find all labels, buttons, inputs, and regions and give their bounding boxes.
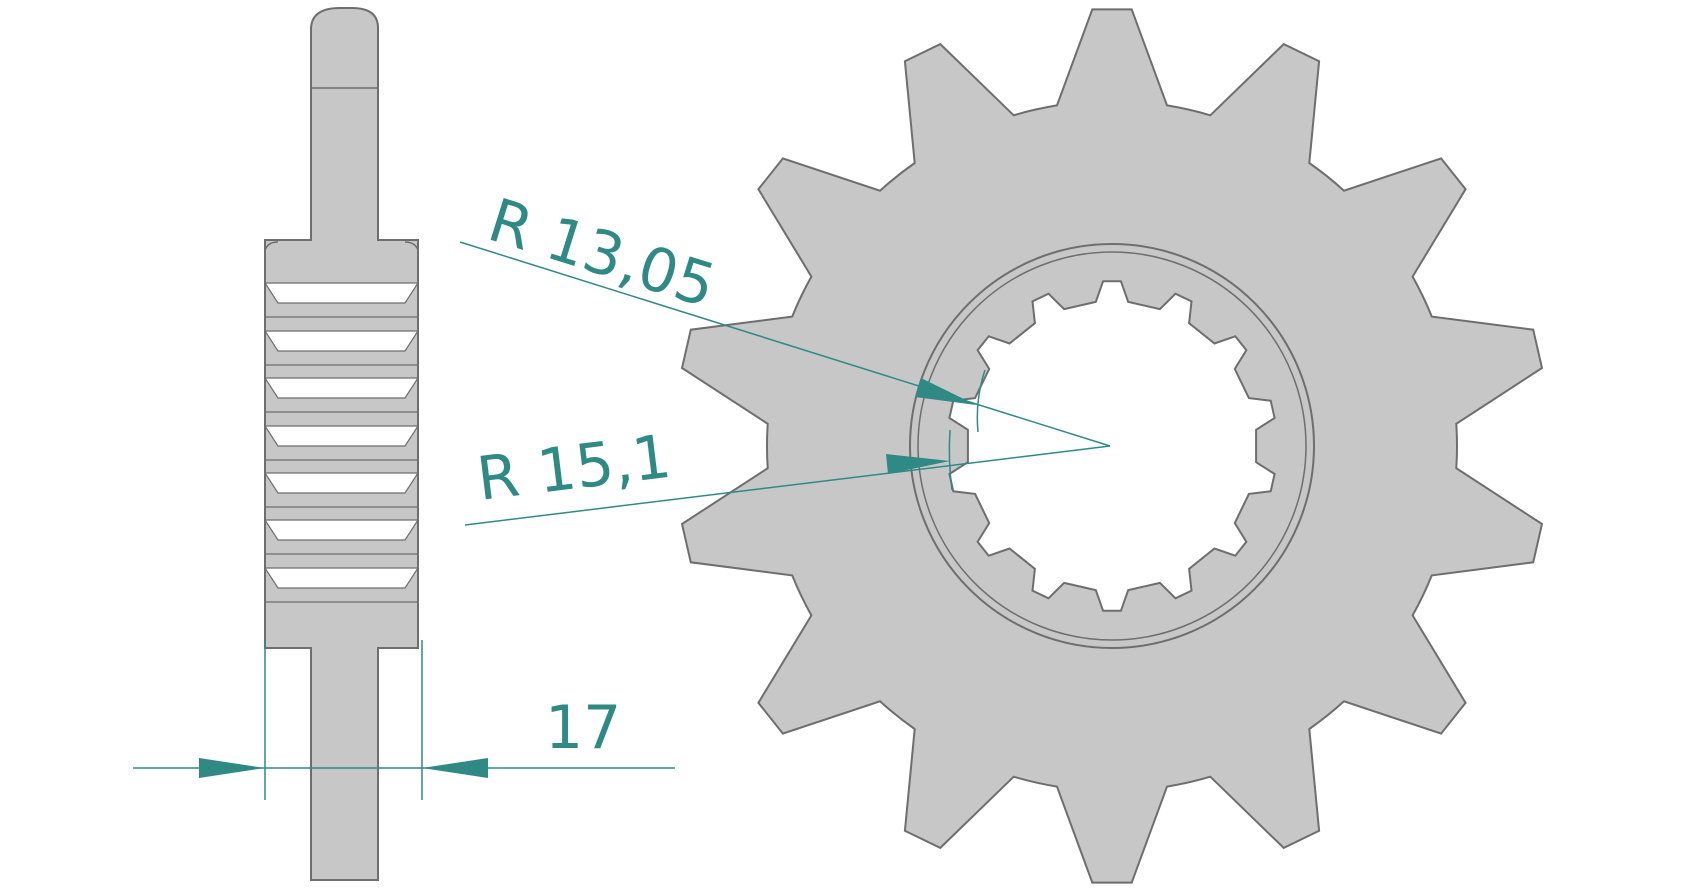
- leader-r13-arrowhead: [915, 378, 976, 405]
- spline-bore: [948, 280, 1276, 612]
- pitch-radius-label: R 13,05: [481, 186, 724, 322]
- spline-band: [263, 377, 420, 399]
- spline-band: [263, 472, 420, 494]
- spline-band: [263, 282, 420, 304]
- leader-r15-line: [464, 445, 1111, 526]
- spline-band: [263, 330, 420, 352]
- arrowhead-left: [199, 758, 265, 778]
- width-dimension: [133, 640, 675, 800]
- pitch-arc: [976, 369, 986, 433]
- outer-radius-label: R 15,1: [473, 422, 674, 515]
- sprocket-front-view: [680, 8, 1544, 884]
- hub-ring-inner: [917, 251, 1307, 641]
- width-dimension-label: 17: [545, 693, 621, 763]
- spline-band: [263, 567, 420, 589]
- spline-band: [263, 519, 420, 541]
- side-view-spline-bands: [263, 282, 420, 603]
- side-view-hub-top-bevel: [264, 241, 419, 251]
- sprocket-side-view: [263, 7, 420, 881]
- leader-r13-line: [459, 241, 1111, 447]
- hub-ring-outer: [909, 243, 1315, 649]
- arrowhead-right: [422, 758, 488, 778]
- leader-r15-arrowhead: [886, 454, 950, 474]
- spline-band: [263, 425, 420, 447]
- outer-arc: [948, 429, 953, 491]
- radius-leaders: [459, 241, 1111, 526]
